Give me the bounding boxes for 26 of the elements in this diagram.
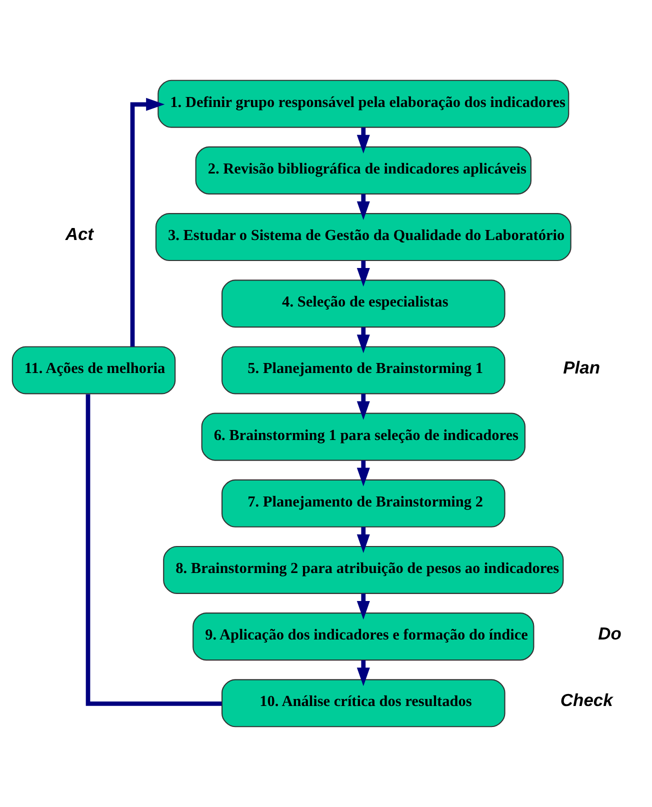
node-box: 3. Estudar o Sistema de Gestão da Qualidade do Laboratório [155, 213, 572, 262]
node-box: 4. Seleção de especialistas [221, 280, 506, 328]
label: Do [598, 624, 622, 644]
node-box: 11. Ações de melhoria [12, 346, 176, 394]
connector [86, 394, 222, 706]
node-box: 8. Brainstorming 2 para atribuição de pesos ao indicadores [163, 546, 564, 594]
arrow [356, 260, 370, 287]
arrow [356, 660, 370, 686]
arrow [356, 194, 370, 220]
arrow [356, 594, 370, 620]
node-box: 7. Planejamento de Brainstorming 2 [221, 479, 506, 528]
arrow [356, 460, 370, 486]
node-box: 9. Aplicação dos indicadores e formação do índice [192, 612, 534, 661]
label: Plan [563, 357, 600, 378]
arrow [356, 128, 370, 154]
label: Act [65, 224, 94, 244]
node-box: 2. Revisão bibliográfica de indicadores aplicáveis [195, 146, 532, 194]
arrow [130, 98, 165, 347]
arrow [356, 327, 370, 354]
label: Check [560, 690, 613, 710]
node-box: 6. Brainstorming 1 para seleção de indicadores [201, 412, 526, 461]
arrow [356, 394, 370, 420]
node-box: 1. Definir grupo responsável pela elaboração dos indicadores [158, 80, 570, 128]
node-box: 5. Planejamento de Brainstorming 1 [221, 346, 506, 394]
node-box: 10. Análise crítica dos resultados [221, 679, 506, 728]
arrow [356, 527, 370, 553]
